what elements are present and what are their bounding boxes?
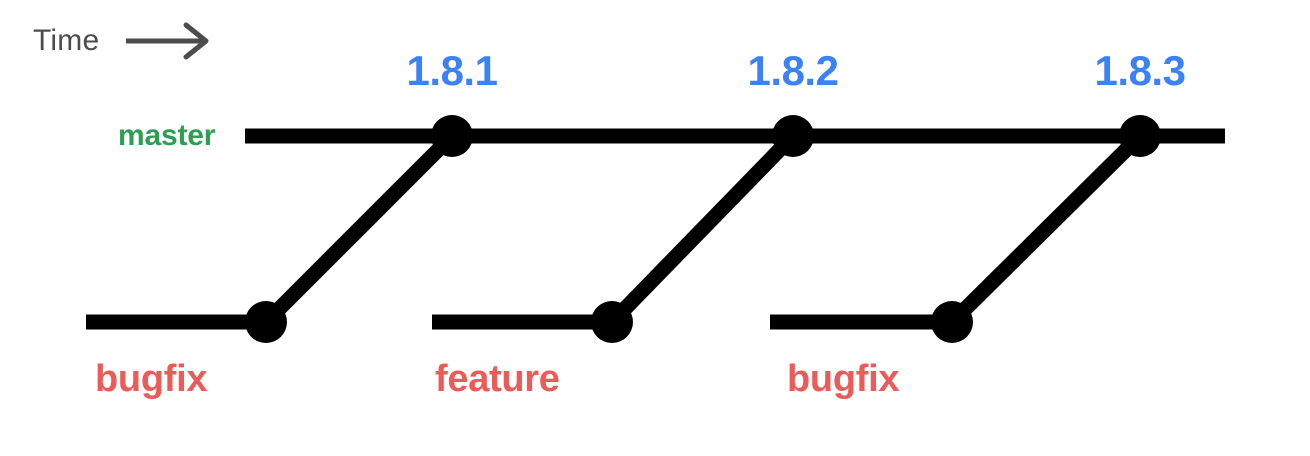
branch-label-bugfix-2: bugfix — [787, 358, 900, 400]
commit-node-bugfix-1 — [245, 301, 287, 343]
branch-label-bugfix-1: bugfix — [95, 358, 208, 400]
commit-node-1-8-2 — [772, 115, 814, 157]
branch-group-bugfix-2 — [770, 130, 1146, 343]
commit-node-feature — [591, 301, 633, 343]
time-axis-label: Time — [33, 24, 100, 57]
merge-line-bugfix-1 — [260, 130, 458, 328]
master-branch-label: master — [118, 119, 216, 152]
branch-label-feature: feature — [435, 358, 560, 400]
commit-node-1-8-3 — [1119, 115, 1161, 157]
time-arrow-icon — [126, 22, 209, 60]
merge-line-bugfix-2 — [946, 130, 1146, 328]
version-tag-1-8-2: 1.8.2 — [747, 47, 839, 94]
commit-node-1-8-1 — [431, 115, 473, 157]
branch-group-bugfix-1 — [86, 130, 458, 343]
branch-group-feature — [432, 130, 799, 343]
version-tag-1-8-1: 1.8.1 — [406, 47, 498, 94]
version-tag-1-8-3: 1.8.3 — [1094, 47, 1186, 94]
merge-line-feature — [606, 130, 799, 328]
commit-node-bugfix-2 — [931, 301, 973, 343]
